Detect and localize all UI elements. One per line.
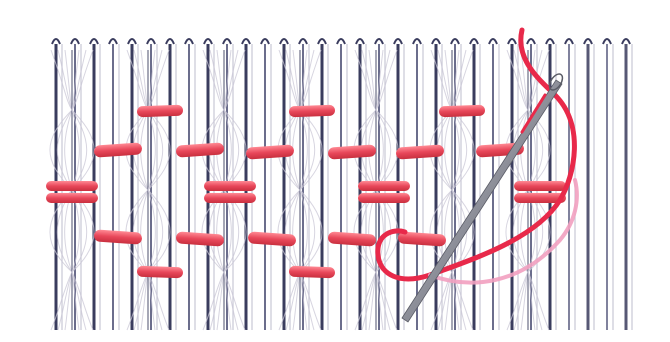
stitch [289, 105, 335, 118]
stitch [289, 266, 335, 279]
stitch [439, 105, 485, 118]
stitch [137, 266, 183, 279]
stitch [358, 181, 410, 191]
stitch [137, 105, 183, 118]
stitch [46, 181, 98, 191]
stitch [204, 181, 256, 191]
stitch [514, 181, 566, 191]
stitch [46, 193, 98, 203]
stitch [204, 193, 256, 203]
stitch [358, 193, 410, 203]
